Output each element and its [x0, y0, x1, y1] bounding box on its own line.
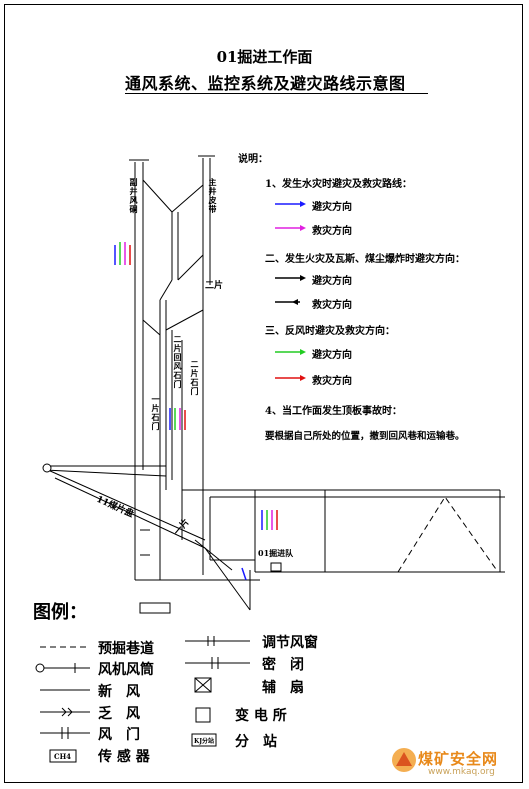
legend-item-regulator: 调节风窗 — [262, 635, 318, 651]
legend-title: 图例： — [33, 602, 87, 623]
label-work-face: 01掘进队 — [258, 548, 294, 558]
legend-station-box — [191, 733, 217, 747]
legend-item-sensor: 传 感 器 — [98, 749, 150, 765]
junction-circle — [42, 463, 52, 473]
note-3-escape-label: 避灾方向 — [312, 350, 352, 361]
note-4: 4、当工作面发生顶板事故时： — [265, 406, 402, 417]
map-substation-icon — [270, 562, 282, 572]
note-2-rescue-label: 救灾方向 — [312, 300, 352, 311]
legend-substation-icon — [195, 707, 211, 723]
legend-sensor-box — [49, 749, 77, 763]
title-line-1: 01掘进工作面 — [216, 48, 313, 66]
label-lane-2: 二片 — [205, 281, 224, 291]
label-shaft-right: 主井皮带 — [208, 177, 217, 214]
legend-item-substation: 变 电 所 — [235, 708, 287, 724]
legend-item-station: 分 站 — [235, 734, 277, 750]
legend-item-planned: 预掘巷道 — [98, 641, 154, 657]
legend-symbols — [35, 636, 250, 763]
label-shaft-left: 副井风硐 — [129, 177, 138, 214]
notes-heading: 说明： — [238, 154, 268, 165]
watermark-logo-text: 煤矿安全网 — [418, 750, 499, 768]
note-arrows — [275, 201, 306, 381]
label-lane-2-return: 二片回风石门 — [173, 334, 182, 389]
legend-item-seal: 密 闭 — [262, 657, 304, 673]
label-lane-1-stone: 一片石门 — [151, 394, 160, 431]
drawing-frame — [4, 4, 523, 783]
note-2-escape-label: 避灾方向 — [312, 276, 352, 287]
map-station-box — [139, 602, 171, 614]
legend-aux-fan-icon — [194, 677, 212, 693]
legend-item-door: 风 门 — [98, 727, 140, 743]
note-1-escape-label: 避灾方向 — [312, 202, 352, 213]
map-arrows — [114, 242, 278, 581]
legend-item-return-air: 乏 风 — [98, 706, 140, 722]
watermark-url: www.mkaq.org — [428, 767, 495, 777]
note-2: 二、发生火灾及瓦斯、煤尘爆炸时避灾方向： — [265, 254, 465, 265]
legend-item-aux-fan: 辅 扇 — [262, 680, 304, 696]
legend-station-box-text: KJ分站 — [194, 738, 215, 745]
label-lane-2-stone: 二片石门 — [190, 359, 199, 396]
mine-network — [44, 155, 505, 611]
legend-item-fan: 风机风筒 — [98, 662, 154, 678]
legend-sensor-box-text: CH4 — [54, 752, 72, 761]
note-3-rescue-label: 救灾方向 — [312, 376, 352, 387]
note-1: 1、发生水灾时避灾及救灾路线： — [265, 179, 412, 190]
note-4-detail: 要根据自己所处的位置，撤到回风巷和运输巷。 — [265, 431, 465, 442]
legend-item-fresh-air: 新 风 — [98, 684, 140, 700]
legend-fan-icon — [35, 663, 45, 673]
title-line-2: 通风系统、监控系统及避灾路线示意图 — [125, 74, 406, 93]
note-1-rescue-label: 救灾方向 — [312, 226, 352, 237]
title-underline — [125, 93, 428, 94]
watermark-logo — [392, 748, 416, 772]
note-3: 三、反风时避灾及救灾方向： — [265, 326, 395, 337]
